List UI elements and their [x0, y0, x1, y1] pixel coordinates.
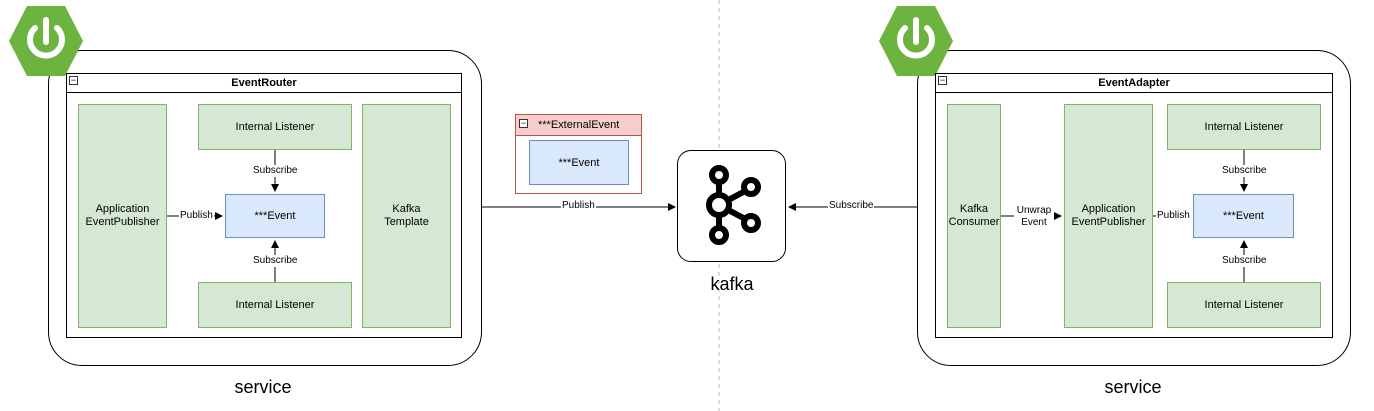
kafka-label: kafka — [710, 274, 754, 294]
kafka-template-node: Kafka Template — [362, 104, 451, 328]
edge-label-subscribe-bottom: Subscribe — [252, 255, 299, 267]
external-inner-event-node: ***Event — [529, 140, 629, 185]
spring-boot-icon — [9, 6, 83, 76]
container-title: EventAdapter — [936, 74, 1332, 93]
listener-bottom-node: Internal Listener — [1167, 282, 1321, 328]
kafka-template-label: Kafka Template — [384, 203, 429, 228]
kafka-icon — [706, 165, 761, 245]
publisher-node: Application EventPublisher — [1064, 104, 1153, 328]
event-label: ***Event — [1223, 210, 1264, 222]
kafka-consumer-node: Kafka Consumer — [947, 104, 1001, 328]
external-event-title: ***ExternalEvent — [516, 115, 641, 136]
edge-label-subscribe-top: Subscribe — [252, 165, 299, 177]
edge-label-middle-subscribe: Subscribe — [828, 200, 875, 212]
spring-boot-icon — [879, 6, 953, 76]
edge-label-publish: Publish — [1156, 210, 1191, 222]
listener-top-node: Internal Listener — [1167, 104, 1321, 150]
listener-top-label: Internal Listener — [235, 120, 315, 133]
kafka-consumer-label: Kafka Consumer — [948, 203, 1000, 228]
listener-bottom-label: Internal Listener — [235, 298, 315, 311]
event-node: ***Event — [225, 194, 325, 238]
left-service-label: service — [234, 377, 292, 397]
listener-bottom-node: Internal Listener — [198, 282, 352, 328]
edge-label-publish: Publish — [179, 210, 214, 222]
collapse-icon[interactable]: − — [519, 118, 528, 128]
publisher-node: Application EventPublisher — [78, 104, 167, 328]
edge-label-subscribe-bottom: Subscribe — [1221, 255, 1268, 267]
edge-label-subscribe-top: Subscribe — [1221, 165, 1268, 177]
edge-label-unwrap: Unwrap Event — [1014, 205, 1054, 229]
container-title: EventRouter — [67, 74, 461, 93]
collapse-icon[interactable]: − — [69, 75, 78, 85]
edge-label-middle-publish: Publish — [561, 200, 596, 212]
listener-top-label: Internal Listener — [1204, 120, 1284, 133]
event-node: ***Event — [1193, 194, 1294, 238]
publisher-label: Application EventPublisher — [85, 203, 160, 228]
external-inner-event-label: ***Event — [558, 156, 600, 169]
publisher-label: Application EventPublisher — [1071, 203, 1146, 228]
right-service-label: service — [1104, 377, 1162, 397]
event-label: ***Event — [254, 210, 296, 222]
listener-bottom-label: Internal Listener — [1204, 298, 1284, 311]
listener-top-node: Internal Listener — [198, 104, 352, 150]
collapse-icon[interactable]: − — [938, 75, 947, 85]
